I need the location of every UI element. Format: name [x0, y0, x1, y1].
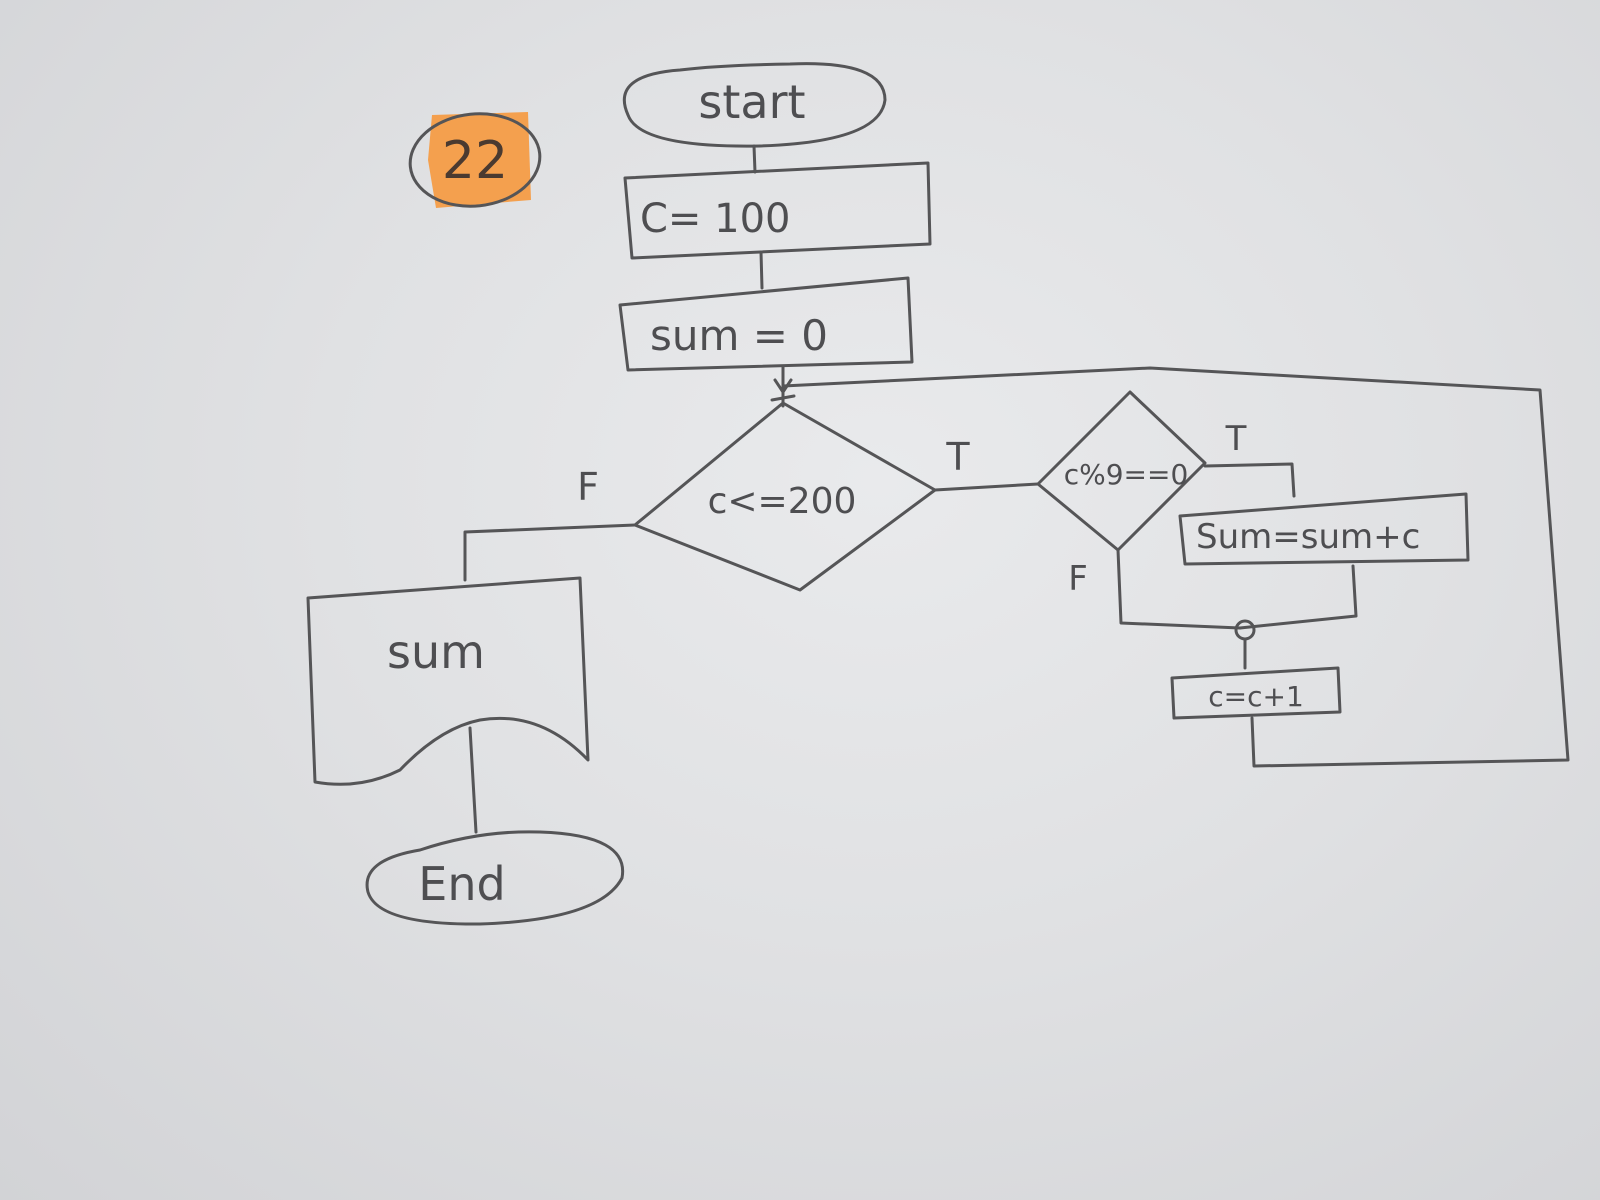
connector-output-to-end: [468, 726, 478, 834]
end-label: End: [418, 857, 505, 911]
start-terminator: start: [622, 62, 887, 148]
init-sum-label: sum = 0: [650, 311, 828, 360]
loop-condition-diamond: [633, 401, 937, 592]
join-arrow-mark: [770, 378, 796, 402]
mod-false-label: F: [1068, 559, 1088, 599]
increment-label: c=c+1: [1208, 680, 1304, 713]
output-document: sum: [306, 576, 590, 786]
connector-loop-back: [781, 366, 1570, 768]
increment-process: c=c+1: [1170, 666, 1342, 720]
init-sum-process: sum = 0: [618, 276, 914, 372]
mod-condition-decision: c%9==0: [1036, 390, 1207, 552]
problem-number-badge: 22: [408, 112, 542, 208]
loop-condition-label: c<=200: [708, 481, 857, 522]
start-terminator-shape: [622, 62, 887, 148]
connector-mod-true-to-accumulate: [1203, 462, 1296, 498]
increment-box: [1170, 666, 1342, 720]
accumulate-process: Sum=sum+c: [1178, 492, 1470, 566]
merge-connector: [1234, 619, 1256, 641]
accumulate-label: Sum=sum+c: [1196, 517, 1420, 557]
badge-number: 22: [442, 131, 508, 191]
connector-start-to-init-c: [752, 144, 757, 174]
mod-condition-label: c%9==0: [1064, 458, 1189, 491]
connector-accumulate-to-merge: [1238, 564, 1358, 630]
accumulate-box: [1178, 492, 1470, 566]
init-c-label: C= 100: [640, 196, 791, 242]
badge-highlight: [428, 112, 531, 208]
output-document-shape: [306, 576, 590, 786]
output-label: sum: [387, 625, 485, 679]
loop-condition-decision: c<=200: [633, 401, 937, 592]
end-terminator-shape: [365, 830, 625, 926]
connector-mod-false-to-merge: [1116, 548, 1242, 630]
init-sum-box: [618, 276, 914, 372]
loop-false-label: F: [577, 465, 599, 509]
end-terminator: End: [365, 830, 625, 926]
init-c-box: [623, 161, 932, 260]
mod-condition-diamond: [1036, 390, 1207, 552]
mod-true-label: T: [1225, 419, 1247, 459]
init-c-process: C= 100: [623, 161, 932, 260]
loop-true-label: T: [945, 435, 970, 479]
connector-init-c-to-init-sum: [759, 250, 764, 290]
start-label: start: [698, 75, 805, 129]
connector-true-to-mod-decision: [933, 482, 1040, 492]
badge-circle: [408, 112, 542, 208]
connector-false-to-output: [463, 523, 637, 582]
